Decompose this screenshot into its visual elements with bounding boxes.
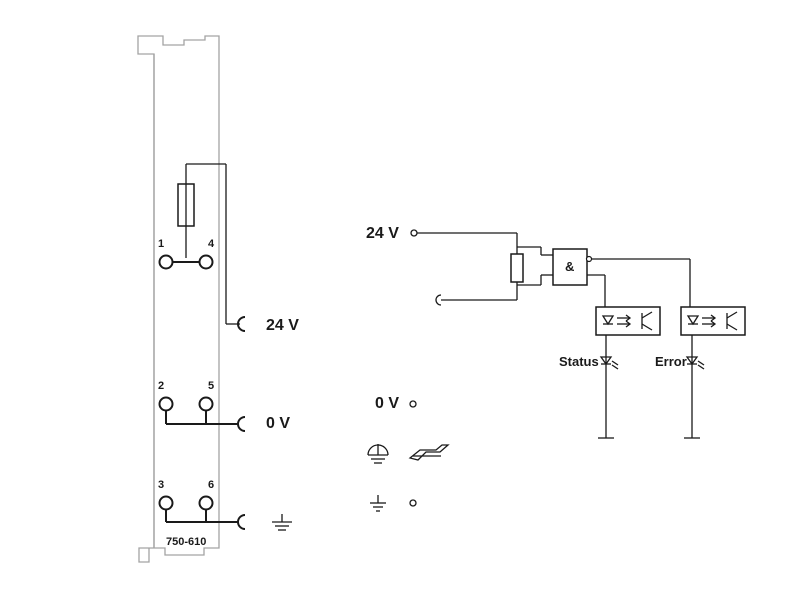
schematic-0v-terminal <box>409 400 417 408</box>
terminal-6-number: 6 <box>208 479 214 491</box>
gate-output-wiring <box>587 258 691 307</box>
status-led-icon <box>599 356 619 370</box>
terminal-5-number: 5 <box>208 380 214 392</box>
terminal-2 <box>158 396 174 412</box>
status-optocoupler <box>595 306 661 336</box>
terminal-6 <box>198 495 214 511</box>
status-label: Status <box>559 354 599 369</box>
module-24v-label: 24 V <box>266 317 299 334</box>
chassis-ground-icon <box>367 444 389 464</box>
module-0v-label: 0 V <box>266 415 290 432</box>
schematic-ground-icon <box>370 495 386 512</box>
schematic-ground-terminal <box>409 499 417 507</box>
terminal-3-number: 3 <box>158 479 164 491</box>
schematic-0v-label: 0 V <box>375 395 399 412</box>
ground-icon <box>272 514 292 531</box>
and-gate-output-inversion <box>585 255 593 263</box>
status-led-branch <box>598 335 614 439</box>
terminal-4-number: 4 <box>208 238 215 250</box>
zero-volt-wiring <box>165 410 246 432</box>
din-rail-icon <box>408 444 450 461</box>
terminal-5 <box>198 396 214 412</box>
terminal-2-number: 2 <box>158 380 164 392</box>
schematic-24v-terminal <box>410 229 418 237</box>
ground-wiring <box>165 510 246 530</box>
module-part-number: 750-610 <box>166 536 206 548</box>
fuse-wiring <box>166 163 240 325</box>
module-housing <box>137 35 220 563</box>
schematic-fuse <box>510 253 524 283</box>
error-label: Error <box>655 354 687 369</box>
and-gate-label: & <box>565 259 574 274</box>
terminal-1-number: 1 <box>158 238 164 250</box>
output-connector-0v <box>237 416 246 432</box>
terminal-3 <box>158 495 174 511</box>
terminal-1 <box>158 254 174 270</box>
schematic-wiring <box>417 232 553 306</box>
terminal-4 <box>198 254 214 270</box>
error-optocoupler <box>680 306 746 336</box>
output-connector-ground <box>237 514 246 530</box>
output-connector-24v <box>237 316 246 332</box>
error-led-icon <box>685 356 705 370</box>
error-led-branch <box>684 335 700 439</box>
schematic-24v-label: 24 V <box>366 225 399 242</box>
and-gate <box>552 248 588 286</box>
